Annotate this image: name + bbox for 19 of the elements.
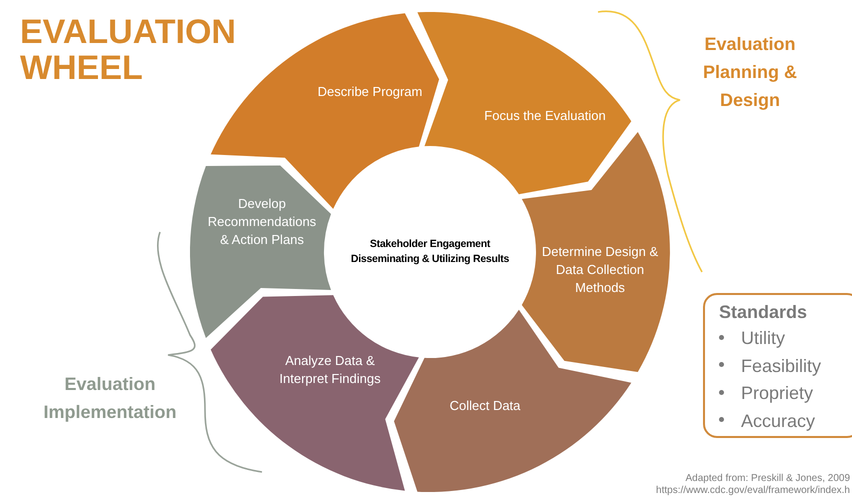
segment-label: Focus the Evaluation — [483, 107, 607, 125]
standards-box — [703, 293, 852, 438]
bullet-item: Feasibility — [719, 352, 852, 380]
title: EVALUATION WHEEL — [20, 14, 237, 86]
phase-label: Evaluation Implementation — [42, 373, 178, 424]
center-label: Stakeholder Engagement — [370, 237, 490, 252]
bullet-item: Accuracy — [719, 408, 852, 435]
phase-label: Evaluation Planning & Design — [702, 33, 798, 112]
segment-label: Collect Data — [448, 397, 522, 415]
segment-label: Determine Design & Data Collection Methods — [540, 243, 660, 297]
segment-label: Analyze Data & Interpret Findings — [278, 352, 382, 388]
segment-label: Develop Recommendations & Action Plans — [206, 195, 318, 249]
source-note: Adapted from: Preskill & Jones, 2009 — [685, 472, 850, 486]
standards-heading: Standards — [719, 301, 808, 324]
source-note: https://www.cdc.gov/eval/framework/index.h — [656, 485, 850, 497]
segment-label: Describe Program — [316, 83, 424, 101]
bullet-item: Utility — [719, 325, 852, 352]
center-label: Disseminating & Utilizing Results — [350, 252, 510, 267]
bullet-item: Propriety — [719, 380, 852, 408]
